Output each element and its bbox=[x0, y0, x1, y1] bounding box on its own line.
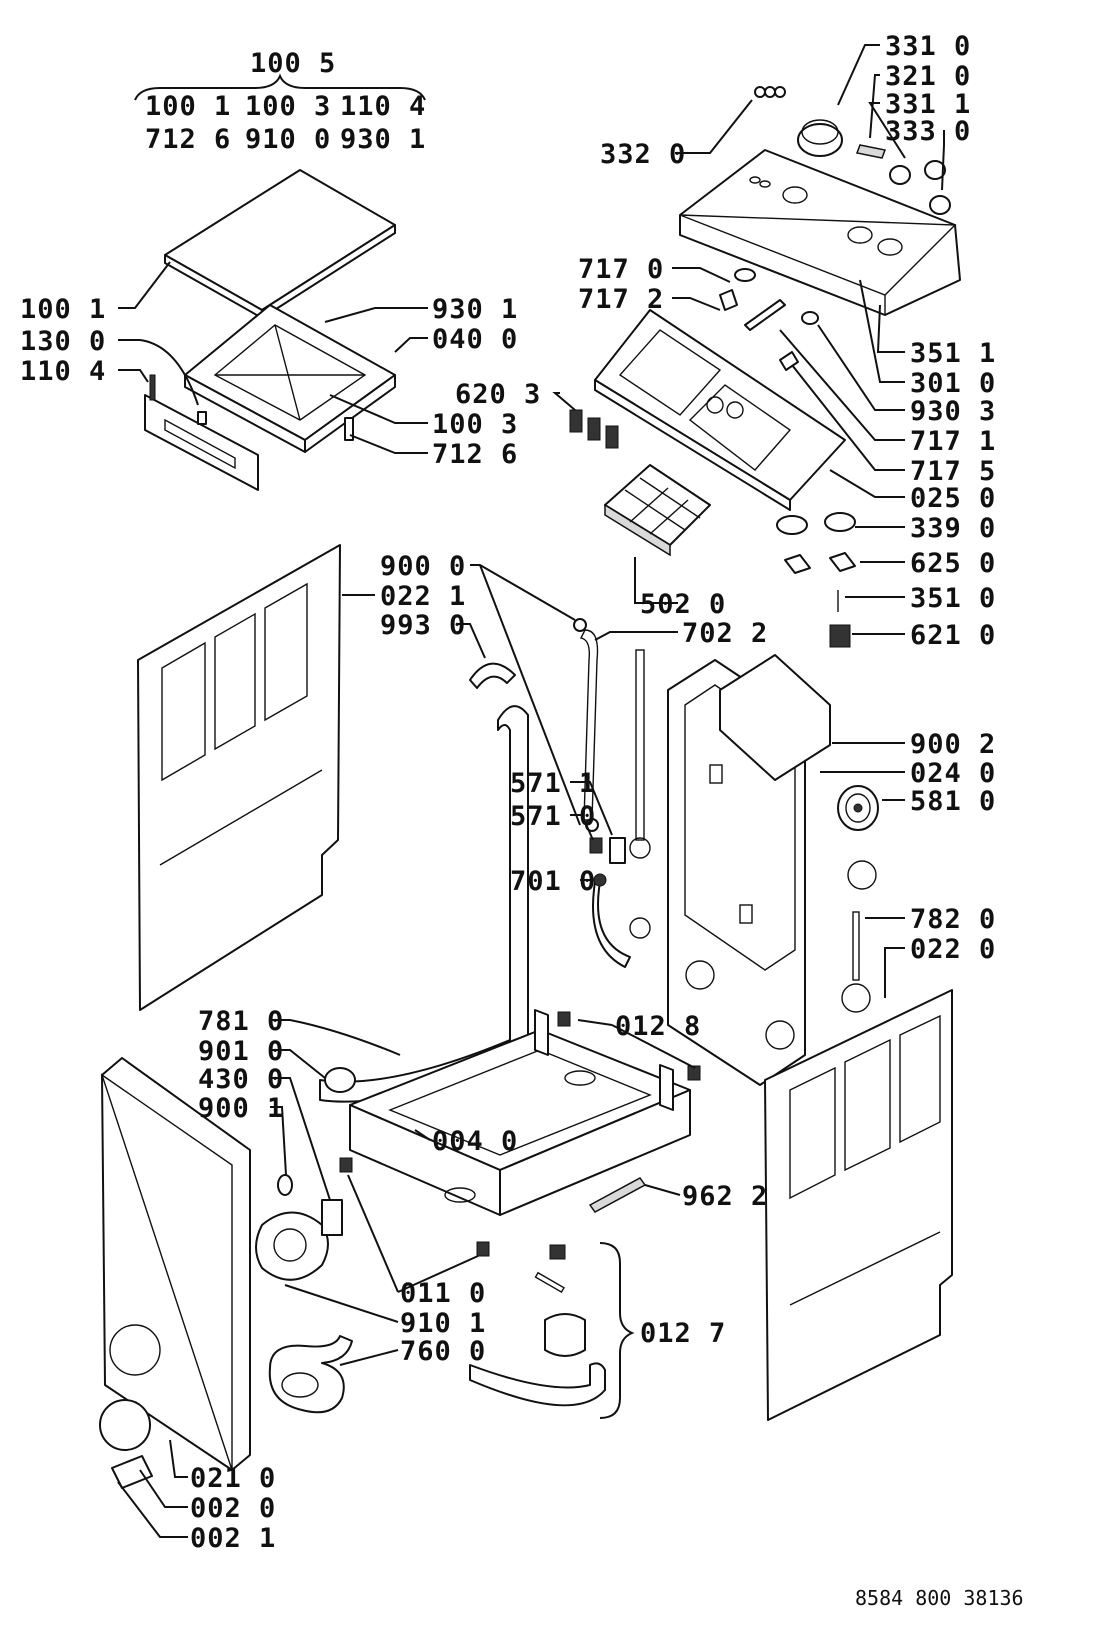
label-9303: 930 3 bbox=[910, 396, 996, 427]
dispenser-part bbox=[594, 309, 846, 511]
label-5710: 571 0 bbox=[510, 801, 596, 832]
label-0040: 004 0 bbox=[432, 1126, 518, 1157]
label-9930: 993 0 bbox=[380, 610, 466, 641]
label-7171: 717 1 bbox=[910, 426, 996, 457]
label-7022: 702 2 bbox=[682, 618, 768, 649]
label-3310: 331 0 bbox=[885, 31, 971, 62]
label-5711: 571 1 bbox=[510, 768, 596, 799]
label-3390: 339 0 bbox=[910, 513, 996, 544]
label-3320: 332 0 bbox=[600, 139, 686, 170]
label-0240: 024 0 bbox=[910, 758, 996, 789]
label-0020: 002 0 bbox=[190, 1493, 276, 1524]
label-1104: 110 4 bbox=[20, 356, 106, 387]
display-lens-part bbox=[855, 144, 887, 159]
label-6210: 621 0 bbox=[910, 620, 996, 651]
label-3330: 333 0 bbox=[885, 116, 971, 147]
porthole-cover-part bbox=[99, 1399, 153, 1489]
label-0250: 025 0 bbox=[910, 483, 996, 514]
label-9002: 900 2 bbox=[910, 729, 996, 760]
lock-parts bbox=[776, 512, 856, 648]
sensor-parts bbox=[589, 649, 651, 939]
label-9000: 900 0 bbox=[380, 551, 466, 582]
label-1001: 100 1 bbox=[20, 294, 106, 325]
label-6203: 620 3 bbox=[455, 379, 541, 410]
label-1001-top: 100 1 bbox=[145, 91, 231, 122]
label-0128: 012 8 bbox=[615, 1011, 701, 1042]
label-7126-top: 712 6 bbox=[145, 124, 231, 155]
label-0110: 011 0 bbox=[400, 1278, 486, 1309]
label-9001: 900 1 bbox=[198, 1093, 284, 1124]
pump-part bbox=[255, 1174, 353, 1414]
label-1005: 100 5 bbox=[250, 48, 336, 79]
label-3511: 351 1 bbox=[910, 338, 996, 369]
knob-small-parts bbox=[889, 160, 951, 215]
label-5020: 502 0 bbox=[640, 589, 726, 620]
right-side-panel-part bbox=[764, 989, 953, 1421]
label-4300: 430 0 bbox=[198, 1064, 284, 1095]
label-0221: 022 1 bbox=[380, 581, 466, 612]
label-5810: 581 0 bbox=[910, 786, 996, 817]
label-9622: 962 2 bbox=[682, 1181, 768, 1212]
front-strip-part bbox=[144, 374, 259, 491]
label-0127: 012 7 bbox=[640, 1318, 726, 1349]
control-panel-part bbox=[679, 149, 961, 316]
dispenser-clips-part bbox=[719, 268, 819, 371]
label-7010: 701 0 bbox=[510, 866, 596, 897]
rod-part bbox=[841, 911, 871, 1013]
label-0210: 021 0 bbox=[190, 1463, 276, 1494]
label-7172: 717 2 bbox=[578, 284, 664, 315]
group-brace-1005 bbox=[134, 73, 426, 101]
label-9301: 930 1 bbox=[432, 294, 518, 325]
label-0220: 022 0 bbox=[910, 934, 996, 965]
label-0400: 040 0 bbox=[432, 324, 518, 355]
front-panel-part bbox=[100, 1057, 251, 1471]
label-1104-top: 110 4 bbox=[340, 91, 426, 122]
label-3010: 301 0 bbox=[910, 368, 996, 399]
label-9301-top: 930 1 bbox=[340, 124, 426, 155]
label-9101: 910 1 bbox=[400, 1308, 486, 1339]
label-7175: 717 5 bbox=[910, 456, 996, 487]
label-7600: 760 0 bbox=[400, 1336, 486, 1367]
button-caps-part bbox=[754, 86, 786, 98]
label-7170: 717 0 bbox=[578, 254, 664, 285]
label-0021: 002 1 bbox=[190, 1523, 276, 1554]
leader-lines bbox=[117, 44, 945, 1538]
label-3210: 321 0 bbox=[885, 61, 971, 92]
label-1300: 130 0 bbox=[20, 326, 106, 357]
label-9010: 901 0 bbox=[198, 1036, 284, 1067]
electronic-module-part bbox=[604, 464, 711, 557]
rear-panel-part bbox=[667, 654, 831, 1086]
part-labels: 100 5 100 1 100 3 110 4 712 6 910 0 930 … bbox=[20, 31, 996, 1554]
hose-assembly-part bbox=[319, 618, 631, 1103]
base-frame-part bbox=[349, 1009, 691, 1216]
feet-parts bbox=[339, 1011, 701, 1257]
label-3311: 331 1 bbox=[885, 89, 971, 120]
label-7126: 712 6 bbox=[432, 439, 518, 470]
label-3510: 351 0 bbox=[910, 583, 996, 614]
label-1003: 100 3 bbox=[432, 409, 518, 440]
knob-main-part bbox=[797, 119, 843, 157]
top-frame-part bbox=[184, 304, 396, 453]
filter-strip-part bbox=[588, 1177, 647, 1213]
valve-block-part bbox=[569, 409, 619, 449]
label-6250: 625 0 bbox=[910, 548, 996, 579]
label-7810: 781 0 bbox=[198, 1006, 284, 1037]
pulley-part bbox=[837, 785, 879, 890]
leveling-foot-set-part bbox=[469, 1242, 635, 1419]
lid-part bbox=[164, 169, 396, 319]
label-9100-top: 910 0 bbox=[245, 124, 331, 155]
label-7820: 782 0 bbox=[910, 904, 996, 935]
drawing-number: 8584 800 38136 bbox=[855, 1586, 1024, 1610]
label-1003-top: 100 3 bbox=[245, 91, 331, 122]
left-side-panel-part bbox=[137, 544, 341, 1011]
